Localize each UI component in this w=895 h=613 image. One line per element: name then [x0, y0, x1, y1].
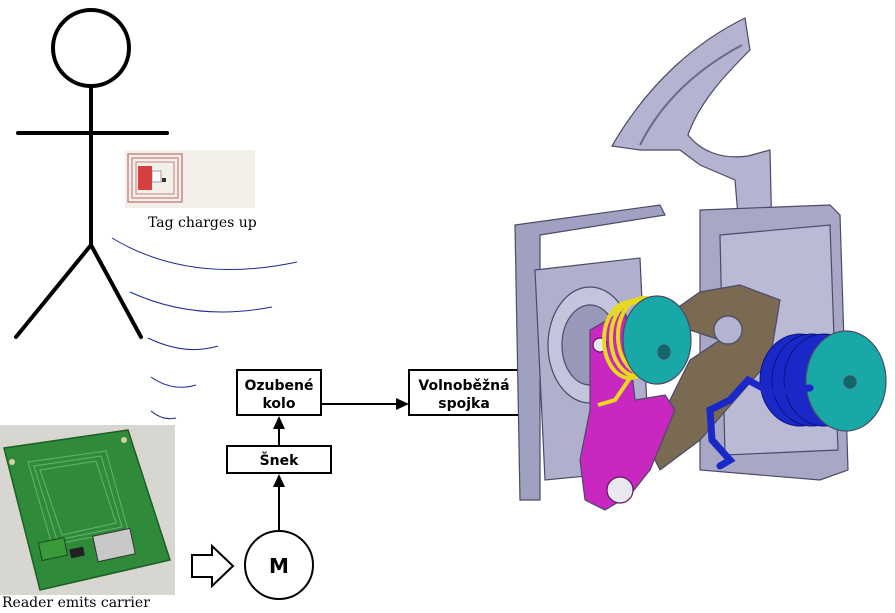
lock-mechanism-render: [514, 17, 887, 511]
motor-block: M: [244, 530, 314, 600]
flow-arrows: [273, 398, 523, 531]
carrier-waves: [111, 237, 298, 453]
rfid-tag-image: [125, 150, 255, 208]
motor-label: M: [269, 554, 289, 578]
gear-block: Ozubené kolo: [236, 369, 322, 416]
reader-caption: Reader emits carrier: [2, 595, 150, 611]
input-arrow-icon: [191, 543, 235, 589]
clutch-label-line1: Volnoběžná: [418, 378, 509, 394]
gear-label-line1: Ozubené: [245, 378, 314, 394]
clutch-label-line2: spojka: [438, 396, 490, 412]
tag-caption: Tag charges up: [148, 215, 257, 231]
rfid-reader-image: [0, 425, 175, 595]
person-figure: [14, 8, 169, 339]
gear-label-line2: kolo: [263, 396, 296, 412]
clutch-block: Volnoběžná spojka: [408, 369, 520, 416]
worm-label: Šnek: [260, 451, 300, 469]
worm-block: Šnek: [226, 445, 332, 474]
person-head: [51, 8, 131, 88]
